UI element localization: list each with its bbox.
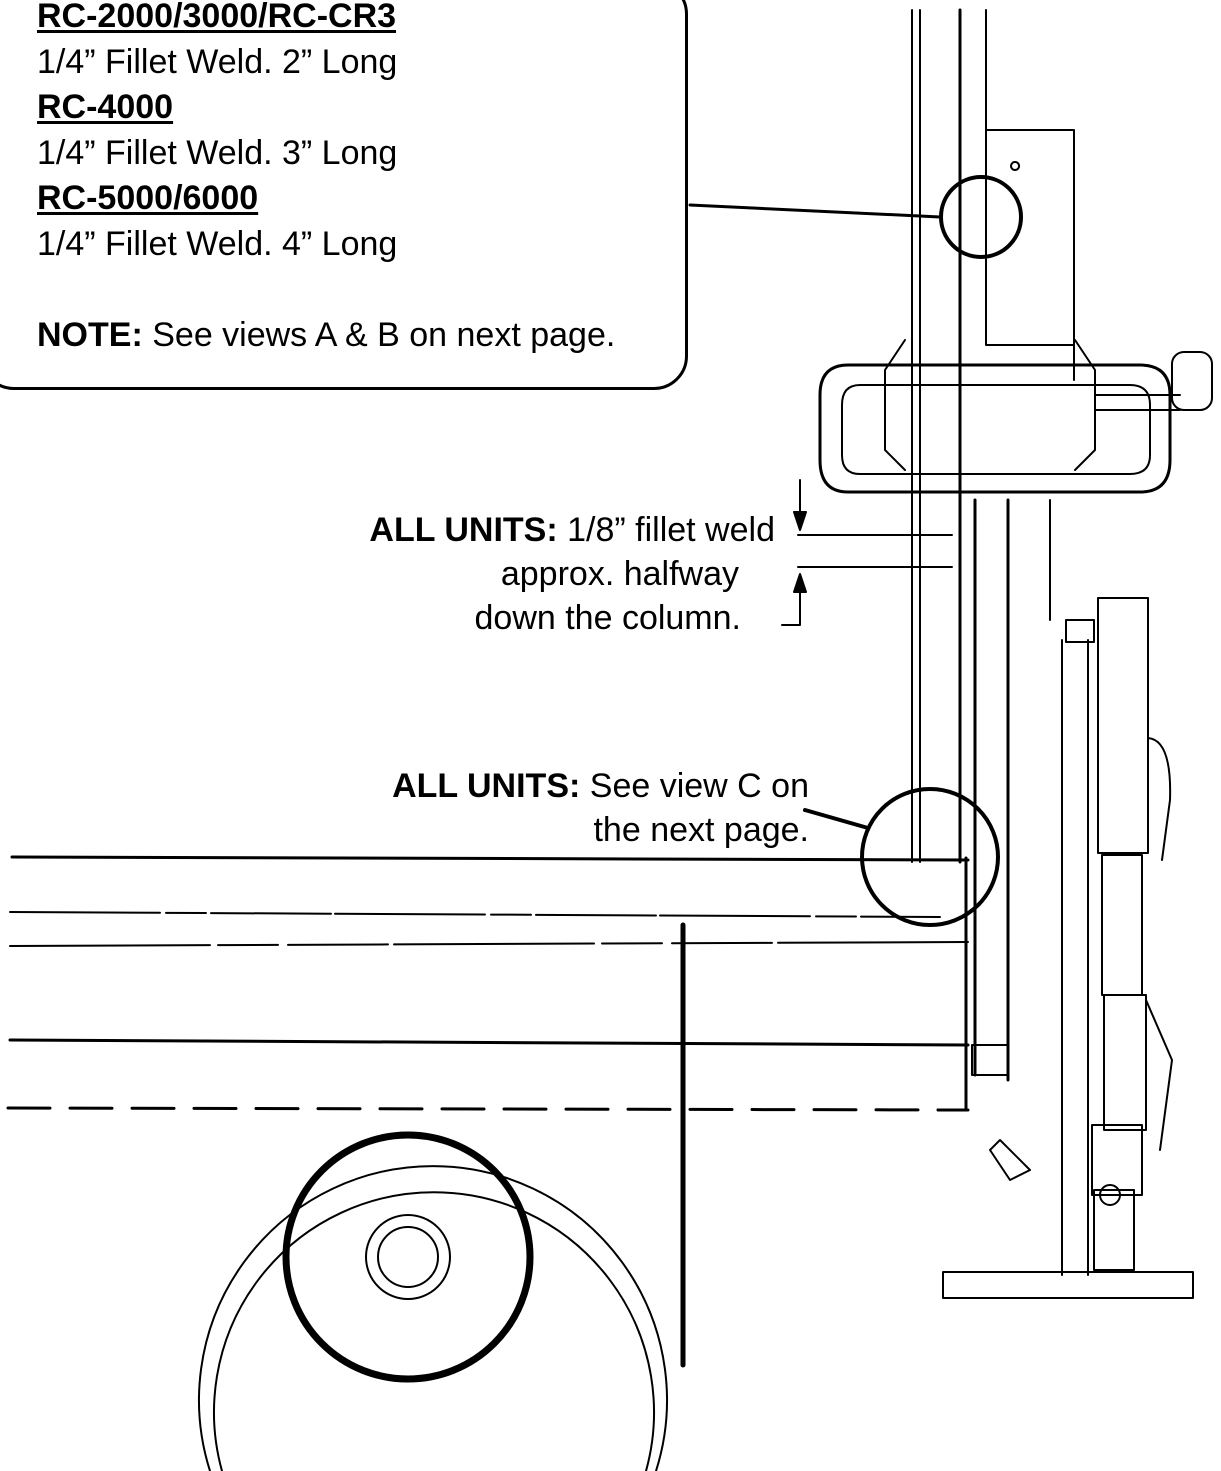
view-c-label: ALL UNITS: See view C on the next page. (392, 764, 809, 852)
halfway-weld-line2: approx. halfway (500, 555, 739, 593)
clamp (818, 339, 1213, 494)
spec-rc-5000: 1/4” Fillet Weld. 4” Long (37, 224, 398, 263)
callout-circle-bottom (860, 787, 1000, 927)
leader-line-top (688, 203, 942, 219)
halfway-weld-line3: down the column. (474, 599, 742, 637)
weld-spec-list: RC-2000/3000/RC-CR3 1/4” Fillet Weld. 2”… (37, 0, 615, 358)
note-label: NOTE: (37, 315, 143, 354)
model-rc-2000: RC-2000/3000/RC-CR3 (37, 0, 397, 35)
view-c-line1: See view C on (580, 767, 809, 805)
trailer-wheel (198, 1131, 668, 1471)
callout-circle-top (939, 175, 1023, 259)
view-c-title: ALL UNITS: (392, 767, 581, 805)
weld-callouts (688, 175, 1023, 927)
view-c-line2: the next page. (593, 811, 809, 849)
trailer-frame (6, 855, 970, 1368)
weld-spec-callout-box (0, 0, 688, 390)
dimension-marks (781, 479, 953, 626)
halfway-weld-title: ALL UNITS: (369, 511, 558, 549)
halfway-weld-label: ALL UNITS: 1/8” fillet weld approx. half… (369, 508, 775, 640)
note: NOTE: See views A & B on next page. (37, 313, 615, 359)
leader-line-bottom (803, 808, 870, 830)
spec-rc-2000: 1/4” Fillet Weld. 2” Long (37, 42, 398, 81)
spec-rc-4000: 1/4” Fillet Weld. 3” Long (37, 133, 398, 172)
halfway-weld-line1: 1/8” fillet weld (557, 511, 775, 549)
jack-assembly (942, 597, 1194, 1299)
column (911, 8, 1075, 1082)
model-rc-4000: RC-4000 (37, 88, 174, 126)
note-text: See views A & B on next page. (142, 315, 616, 354)
model-rc-5000: RC-5000/6000 (37, 179, 259, 217)
